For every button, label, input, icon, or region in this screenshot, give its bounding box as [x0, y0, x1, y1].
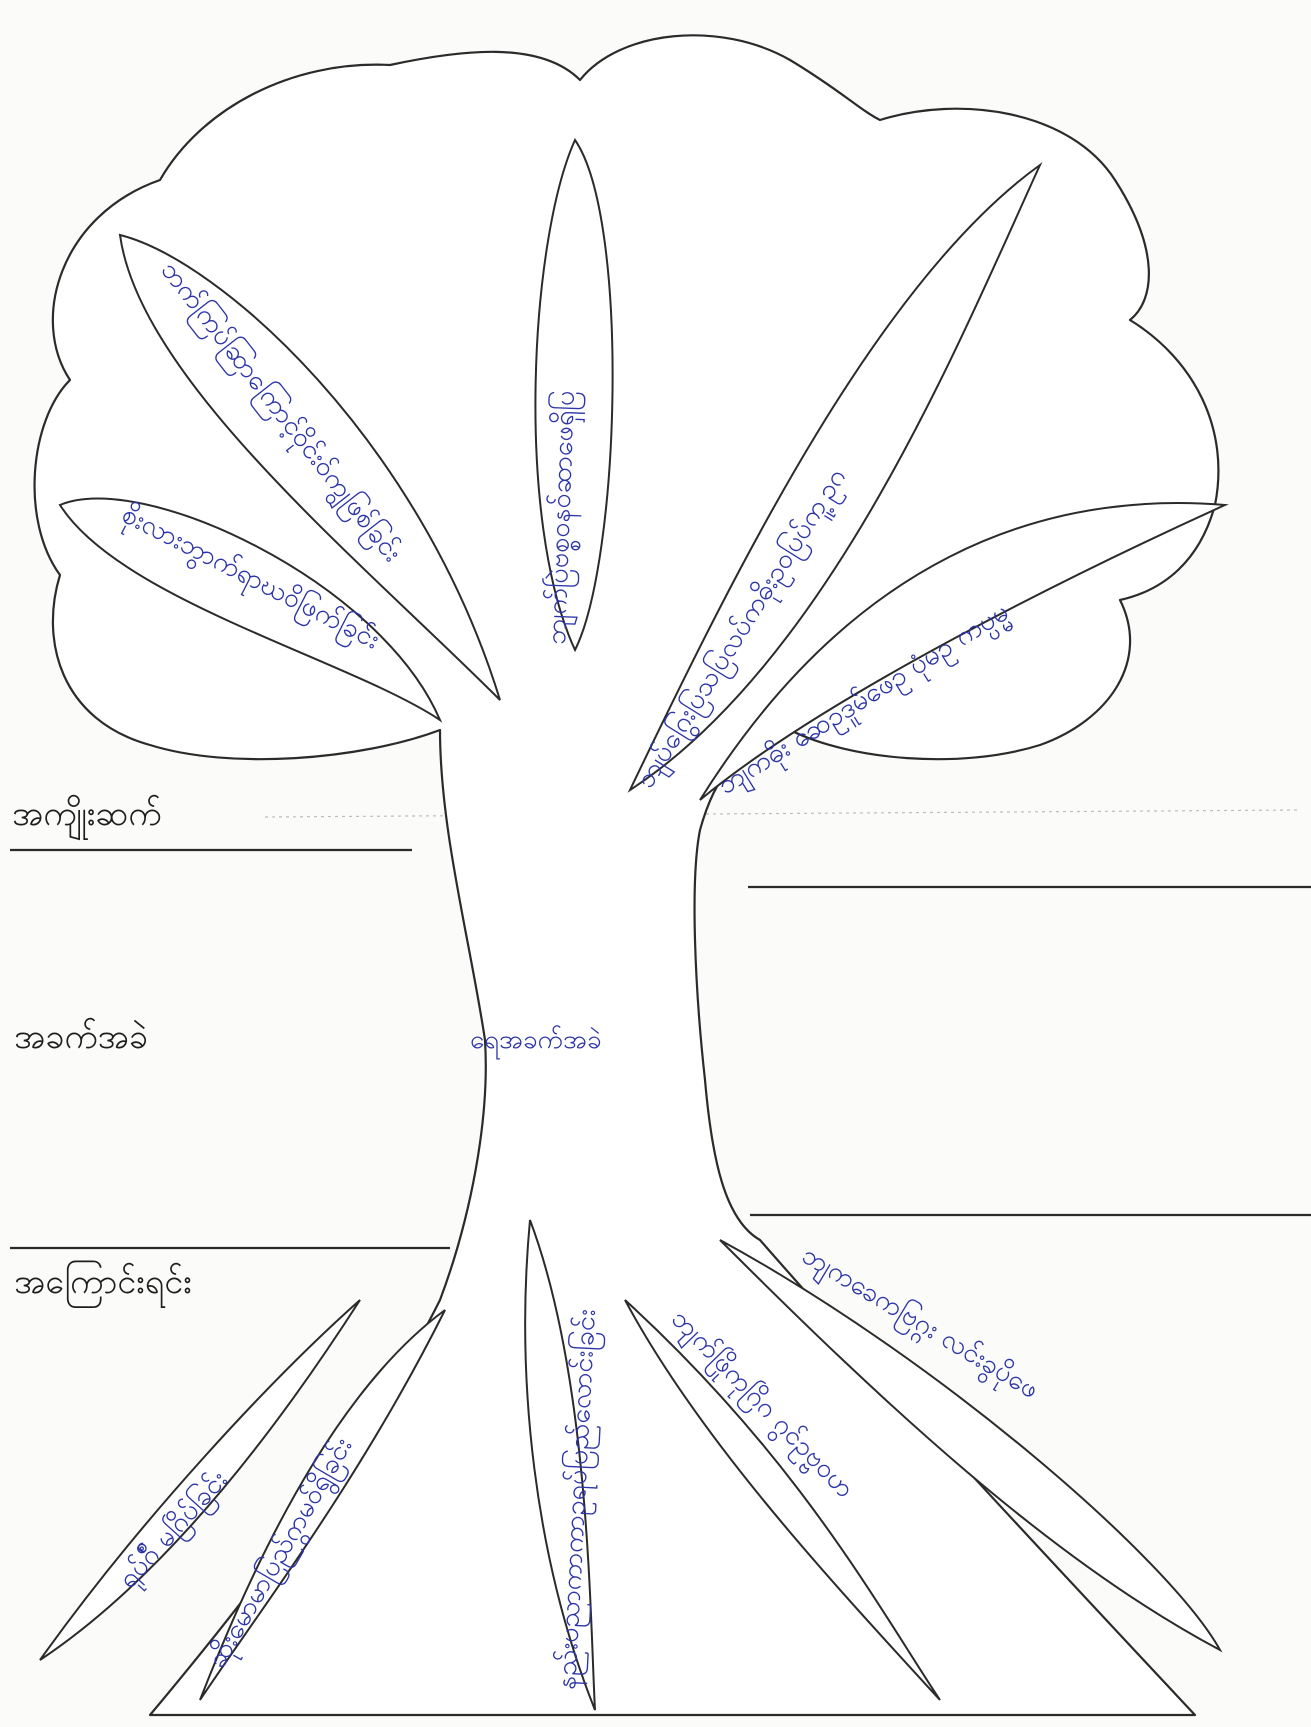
effects-dotted-line — [265, 810, 1300, 817]
causes-row-label: အကြောင်းရင်း — [14, 1262, 192, 1308]
effects-row-label: အကျိုးဆက် — [12, 794, 162, 840]
cause-text-1: ရုပ်ဂ်ဳ မဂြိပ်ခြင်း — [111, 1463, 238, 1598]
problem-row-label: အခက်အခဲ — [14, 1017, 148, 1057]
core-problem-label: ရေအခက်အခဲ — [470, 1024, 601, 1060]
